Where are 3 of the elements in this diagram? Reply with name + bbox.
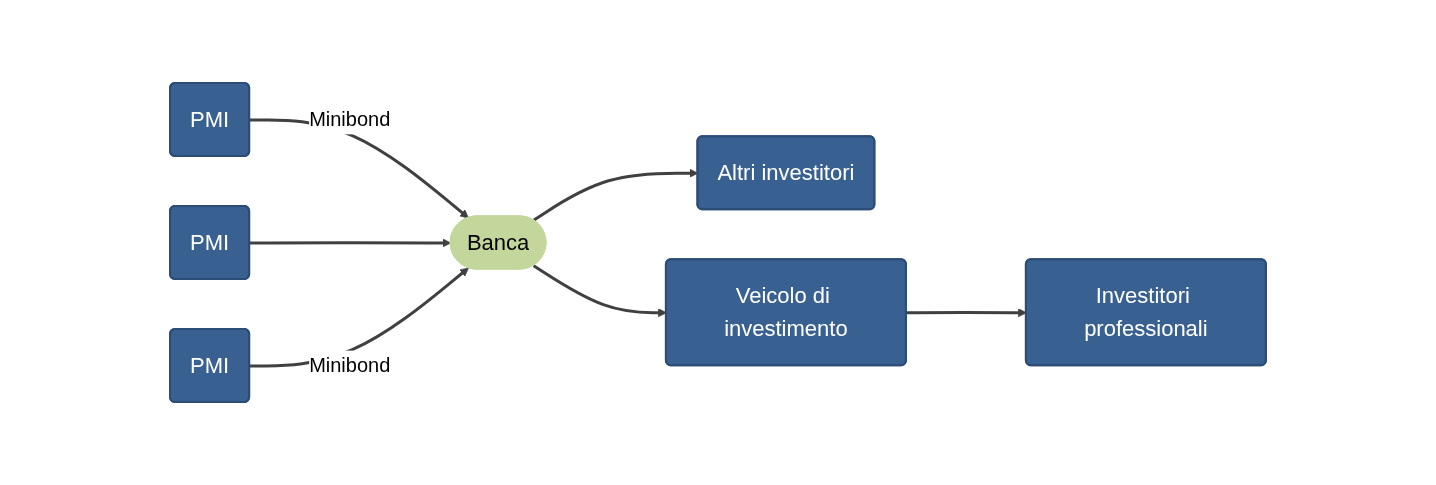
edge-label: Minibond xyxy=(309,108,391,131)
arrow xyxy=(249,238,452,248)
edge-label: Minibond xyxy=(309,354,391,377)
